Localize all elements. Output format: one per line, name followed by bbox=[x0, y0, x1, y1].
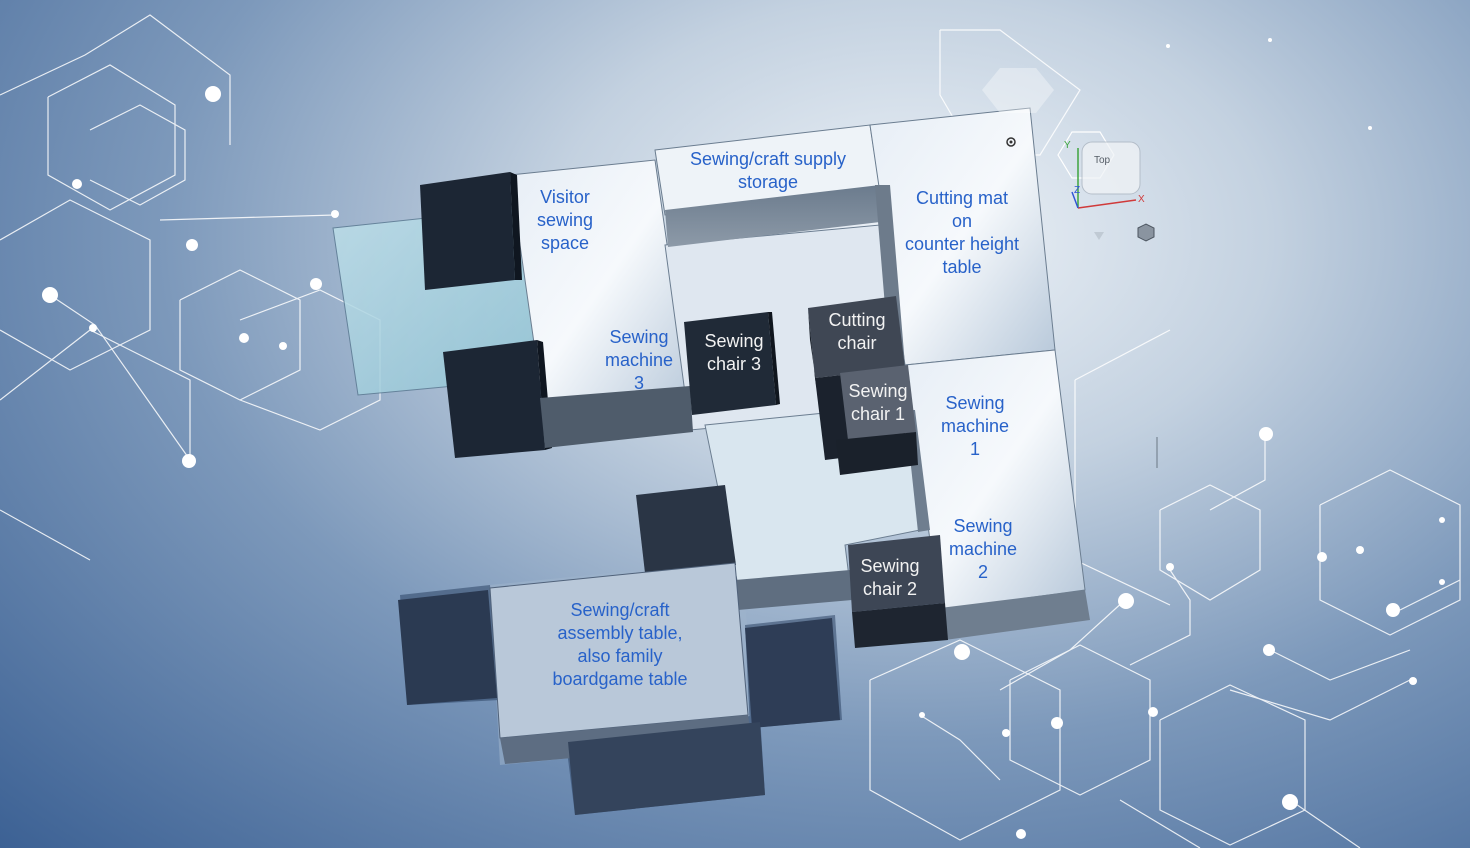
axis-x-label: X bbox=[1138, 194, 1145, 205]
label-assembly-table: Sewing/craft assembly table, also family… bbox=[552, 600, 688, 689]
storage-wall bbox=[665, 185, 880, 247]
assembly-chair-right bbox=[745, 618, 840, 728]
label-sewing-chair-2: Sewing chair 2 bbox=[860, 556, 920, 599]
circuit-decoration bbox=[0, 14, 1461, 848]
dark-blocks bbox=[420, 172, 948, 648]
label-supply-storage: Sewing/craft supply storage bbox=[689, 149, 847, 192]
label-visitor-sewing-space: Visitor sewing space bbox=[536, 187, 594, 253]
label-sewing-chair-3: Sewing chair 3 bbox=[704, 331, 764, 374]
label-cutting-chair: Cutting chair bbox=[828, 310, 886, 353]
machine-wall-bottom bbox=[940, 590, 1090, 640]
lower-wall bbox=[735, 570, 852, 610]
axis-z-label: Z bbox=[1074, 185, 1081, 196]
circuit-nodes bbox=[42, 38, 1445, 839]
assembly-chair-left bbox=[398, 590, 497, 705]
viewcube-face-top[interactable]: Top bbox=[1094, 155, 1111, 166]
label-sewing-machine-1: Sewing machine 1 bbox=[940, 393, 1010, 459]
axis-y-label: Y bbox=[1064, 140, 1071, 151]
viewcube-widget[interactable] bbox=[982, 68, 1158, 468]
label-sewing-machine-3: Sewing machine 3 bbox=[604, 327, 674, 393]
label-cutting-mat: Cutting mat on counter height table bbox=[904, 188, 1020, 277]
label-sewing-machine-2: Sewing machine 2 bbox=[948, 516, 1018, 582]
label-sewing-chair-1: Sewing chair 1 bbox=[848, 381, 908, 424]
home-cube-icon[interactable] bbox=[1137, 223, 1155, 242]
assembly-chair-front bbox=[568, 722, 765, 815]
